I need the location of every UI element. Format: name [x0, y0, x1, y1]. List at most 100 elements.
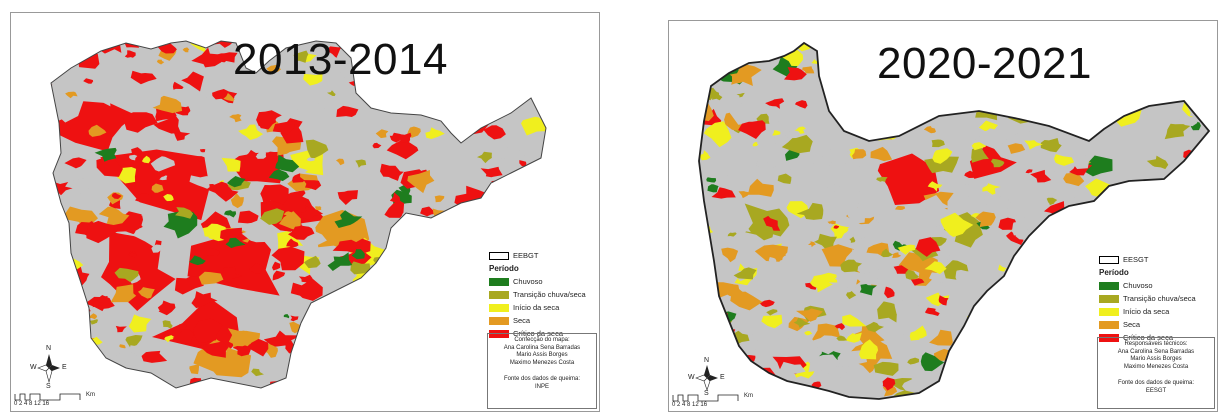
burn-patch-transicao: [162, 320, 173, 329]
burn-patch-seca: [870, 146, 893, 162]
burn-patch-background: [796, 404, 806, 409]
legend-label-seca: Seca: [513, 315, 531, 325]
scale-ticks: 0 2 4 8 12 16: [14, 401, 50, 407]
burn-patch-transicao: [327, 90, 336, 96]
burn-patch-inicio: [571, 231, 590, 242]
burn-patch-transicao: [333, 320, 356, 338]
burn-patch-transicao: [125, 335, 143, 348]
burn-patch-transicao: [1041, 268, 1055, 279]
burn-patch-critico: [172, 329, 194, 344]
burn-patch-chuvoso: [462, 395, 484, 412]
burn-patch-critico: [192, 318, 223, 344]
burn-patch-background: [826, 183, 840, 193]
burn-patch-transicao: [107, 384, 136, 388]
burn-patch-critico: [516, 47, 527, 55]
burn-patch-background: [836, 70, 865, 83]
burn-patch-transicao: [711, 91, 723, 101]
north-label: N: [46, 345, 52, 352]
swatch-chuvoso: [1099, 281, 1119, 290]
credits-author: Mario Assis Borges: [1130, 356, 1182, 362]
burn-patch-critico: [699, 256, 713, 263]
credits-author: Ana Carolina Sena Barradas: [1117, 348, 1195, 355]
burn-patch-background: [683, 288, 691, 295]
burn-patch-background: [832, 82, 857, 99]
burn-patch-critico: [122, 112, 158, 133]
burn-patch-transicao: [793, 317, 811, 328]
burn-patch-transicao: [252, 25, 263, 34]
burn-patch-background: [57, 66, 64, 72]
burn-patch-transicao: [827, 405, 841, 412]
burn-patch-transicao: [1046, 197, 1058, 206]
burn-patch-seca: [388, 305, 407, 318]
burn-patch-critico: [450, 238, 472, 253]
burn-patch-critico: [335, 403, 356, 412]
burn-patch-background: [1075, 128, 1089, 137]
burn-patch-inicio: [1067, 236, 1082, 245]
burn-patch-transicao: [777, 173, 792, 184]
burn-patch-seca: [434, 195, 445, 203]
burn-patch-background: [1142, 214, 1157, 225]
burn-patch-background: [331, 65, 350, 75]
burn-patch-background: [719, 213, 752, 233]
burn-patch-transicao: [796, 202, 824, 220]
burn-patch-critico: [260, 184, 289, 205]
burn-patch-critico: [271, 246, 305, 271]
burn-patch-seca: [1007, 143, 1026, 154]
burn-patch-background: [852, 228, 870, 240]
burn-patch-critico: [457, 367, 486, 387]
burn-patch-seca: [538, 191, 544, 197]
burn-patch-background: [590, 80, 600, 94]
burn-patch-seca: [802, 66, 815, 74]
burn-patch-inicio: [1178, 188, 1190, 196]
burn-patch-seca: [1080, 322, 1100, 333]
burn-patch-seca: [279, 211, 301, 231]
burn-patch-critico: [440, 247, 459, 261]
burn-patch-critico: [1163, 199, 1177, 209]
burn-patch-inicio: [932, 148, 953, 164]
burn-patch-background: [1138, 190, 1161, 208]
burn-patch-critico: [805, 21, 815, 33]
burn-patch-critico: [179, 324, 187, 330]
burn-patch-seca: [729, 63, 762, 86]
burn-patch-background: [437, 328, 463, 347]
burn-patch-background: [11, 13, 40, 31]
burn-patch-background: [770, 160, 793, 175]
burn-patch-transicao: [422, 249, 440, 265]
burn-patch-seca: [1175, 225, 1191, 236]
burn-patch-seca: [138, 287, 155, 299]
burn-patch-critico: [246, 149, 257, 158]
burn-patch-critico: [576, 16, 600, 29]
burn-patch-inicio: [1116, 109, 1142, 127]
burn-patch-background: [845, 44, 862, 57]
burn-patch-inicio: [418, 374, 431, 385]
burn-patch-seca: [730, 291, 763, 311]
burn-patch-critico: [443, 405, 451, 411]
burn-patch-inicio: [128, 314, 152, 333]
burn-patch-critico: [593, 145, 600, 154]
burn-patch-chuvoso: [80, 22, 98, 37]
burn-patch-background: [1033, 372, 1044, 379]
burn-patch-background: [947, 251, 961, 262]
burn-patch-critico: [290, 278, 323, 301]
burn-patch-background: [11, 198, 36, 214]
burn-patch-critico: [172, 81, 184, 90]
burn-patch-chuvoso: [327, 252, 353, 271]
burn-patch-critico: [73, 379, 83, 385]
burn-patch-critico: [964, 170, 979, 178]
burn-patch-seca: [223, 93, 235, 102]
burn-patch-inicio: [221, 157, 241, 172]
burn-patch-critico: [286, 238, 299, 248]
burn-patch-critico: [281, 397, 291, 402]
burn-patch-critico: [372, 142, 382, 149]
burn-patch-critico: [191, 47, 222, 68]
burn-patch-critico: [37, 186, 44, 190]
burn-patch-transicao: [51, 113, 55, 120]
burn-patch-critico: [738, 120, 766, 139]
burn-patch-critico: [465, 274, 483, 289]
burn-patch-transicao: [216, 385, 245, 388]
burn-patch-chuvoso: [226, 176, 246, 188]
burn-patch-transicao: [733, 267, 757, 280]
burn-patch-background: [295, 306, 304, 312]
burn-patch-background: [982, 99, 1001, 112]
burn-patch-transicao: [293, 50, 309, 63]
